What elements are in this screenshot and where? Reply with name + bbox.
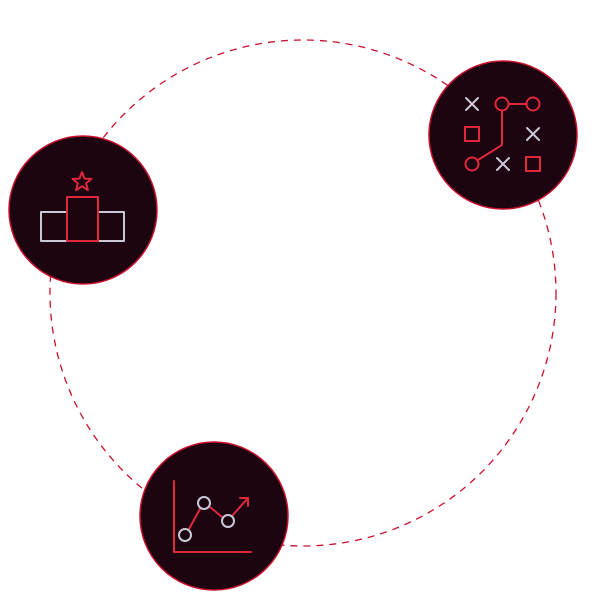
podium-star-icon [40, 171, 125, 242]
node-strategy [428, 60, 578, 210]
node-growth-circle [139, 441, 289, 591]
node-growth [139, 441, 289, 591]
strategy-play-icon [464, 96, 541, 172]
node-podium [8, 135, 158, 285]
node-podium-circle [8, 135, 158, 285]
dashed-orbit-ring [49, 39, 557, 547]
growth-chart-icon [173, 480, 252, 553]
